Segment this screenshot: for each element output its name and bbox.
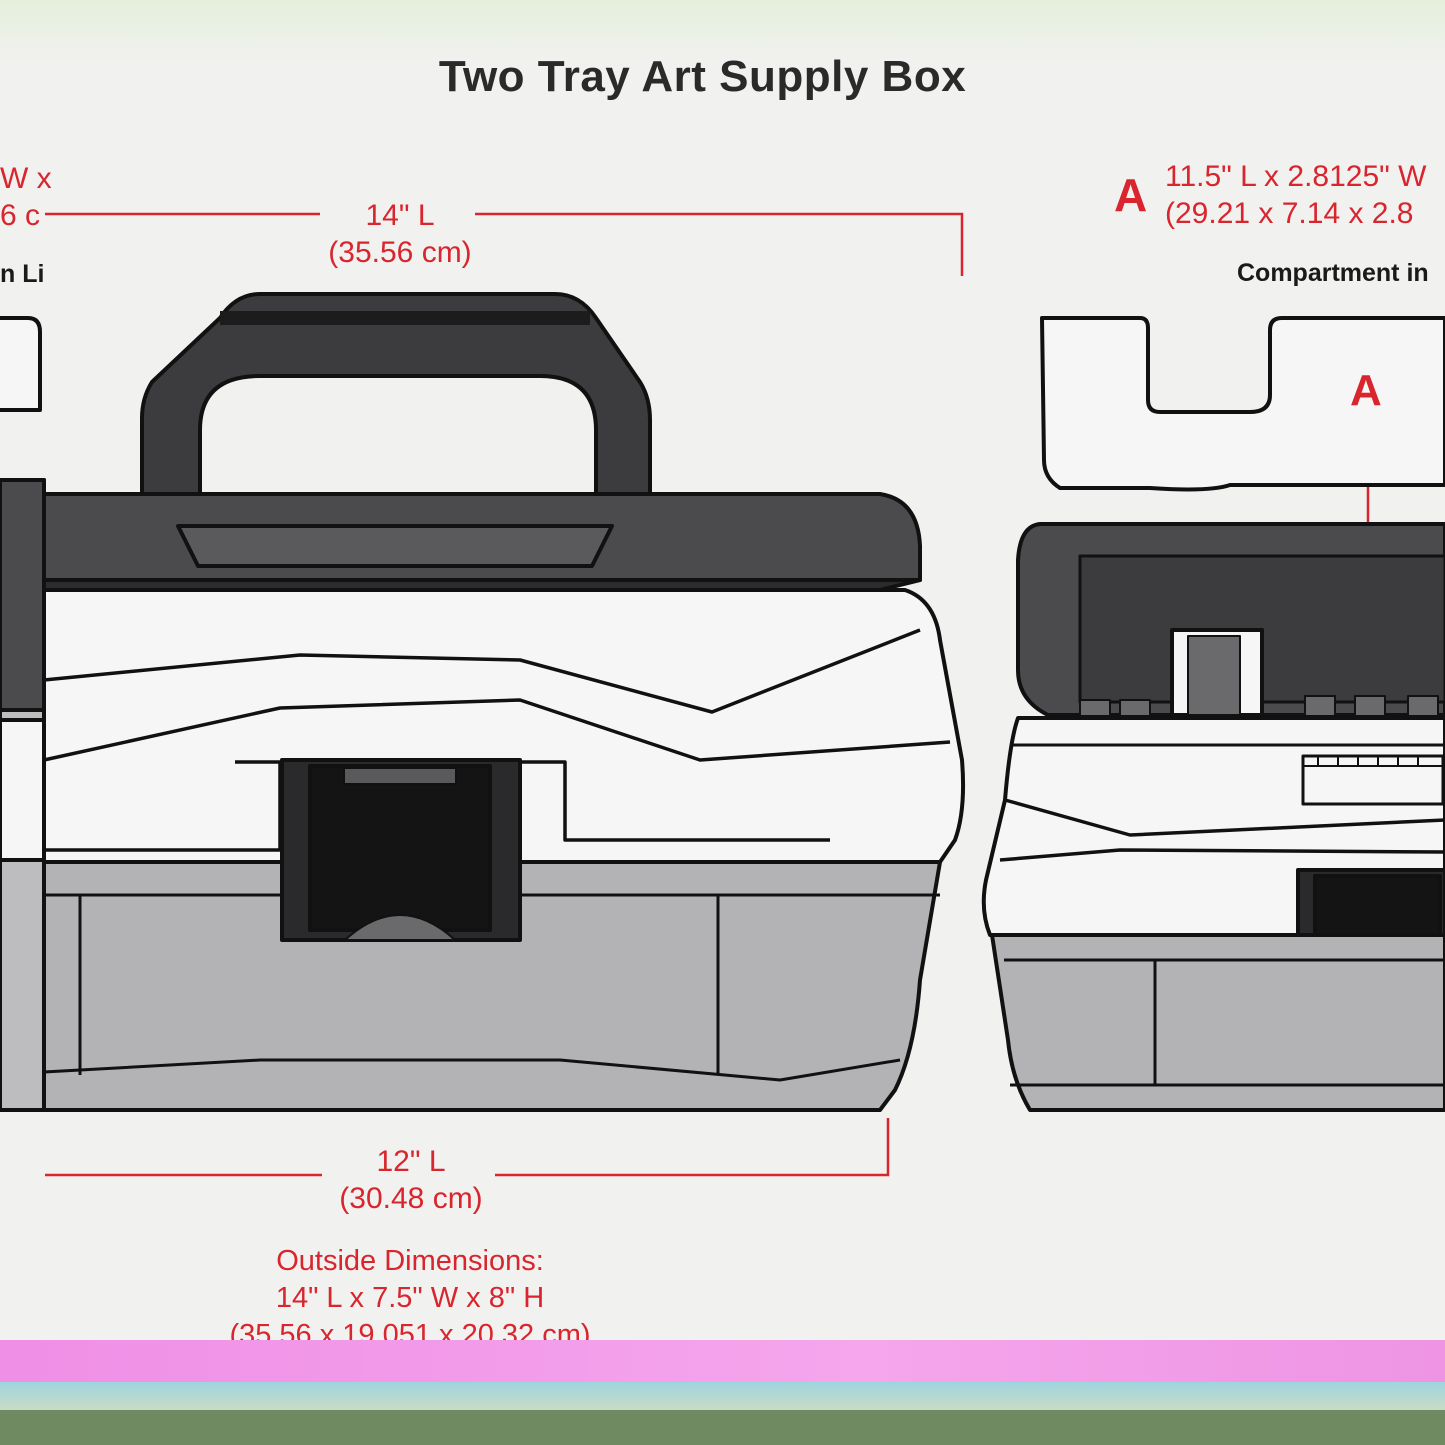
bottom-teal-band bbox=[0, 1382, 1445, 1410]
compartment-a-imperial: 11.5" L x 2.8125" W bbox=[1165, 160, 1427, 193]
compartment-a-metric: (29.21 x 7.14 x 2.8 bbox=[1165, 197, 1414, 230]
bottom-length-metric: (30.48 cm) bbox=[339, 1182, 483, 1215]
outside-dimensions-heading: Outside Dimensions: bbox=[276, 1245, 544, 1277]
left-partial-line2: 6 c bbox=[0, 199, 41, 232]
compartment-a-label: Compartment in bbox=[1237, 259, 1429, 287]
top-length-dimension: 14" L (35.56 cm) bbox=[300, 197, 500, 271]
top-color-band bbox=[0, 0, 1445, 60]
bottom-tray bbox=[42, 860, 942, 1112]
page-title: Two Tray Art Supply Box bbox=[438, 52, 967, 101]
open-handle bbox=[1040, 316, 1445, 492]
right-box-open bbox=[981, 316, 1445, 1112]
bottom-length-imperial: 12" L bbox=[376, 1145, 446, 1178]
bottom-green-band bbox=[0, 1410, 1445, 1445]
outside-dimensions-imperial: 14" L x 7.5" W x 8" H bbox=[275, 1282, 545, 1314]
left-partial-label: n Li bbox=[0, 260, 45, 288]
bottom-length-dimension: 12" L (30.48 cm) bbox=[311, 1143, 511, 1217]
compartment-a-marker: A bbox=[1114, 169, 1148, 221]
left-partial-line1: W x bbox=[0, 162, 52, 195]
left-partial-box bbox=[0, 316, 46, 1112]
bottom-pink-band bbox=[0, 1340, 1445, 1382]
compartment-a-dimensions: 11.5" L x 2.8125" W (29.21 x 7.14 x 2.8 bbox=[1165, 158, 1426, 232]
main-box-closed bbox=[42, 292, 966, 1112]
outside-dimensions: Outside Dimensions: 14" L x 7.5" W x 8" … bbox=[160, 1243, 660, 1354]
left-partial-dimension: W x 6 c bbox=[0, 160, 52, 234]
top-length-imperial: 14" L bbox=[365, 199, 435, 232]
compartment-a-callout-marker: A bbox=[1350, 366, 1382, 415]
handle bbox=[140, 292, 652, 507]
top-length-metric: (35.56 cm) bbox=[328, 236, 472, 269]
